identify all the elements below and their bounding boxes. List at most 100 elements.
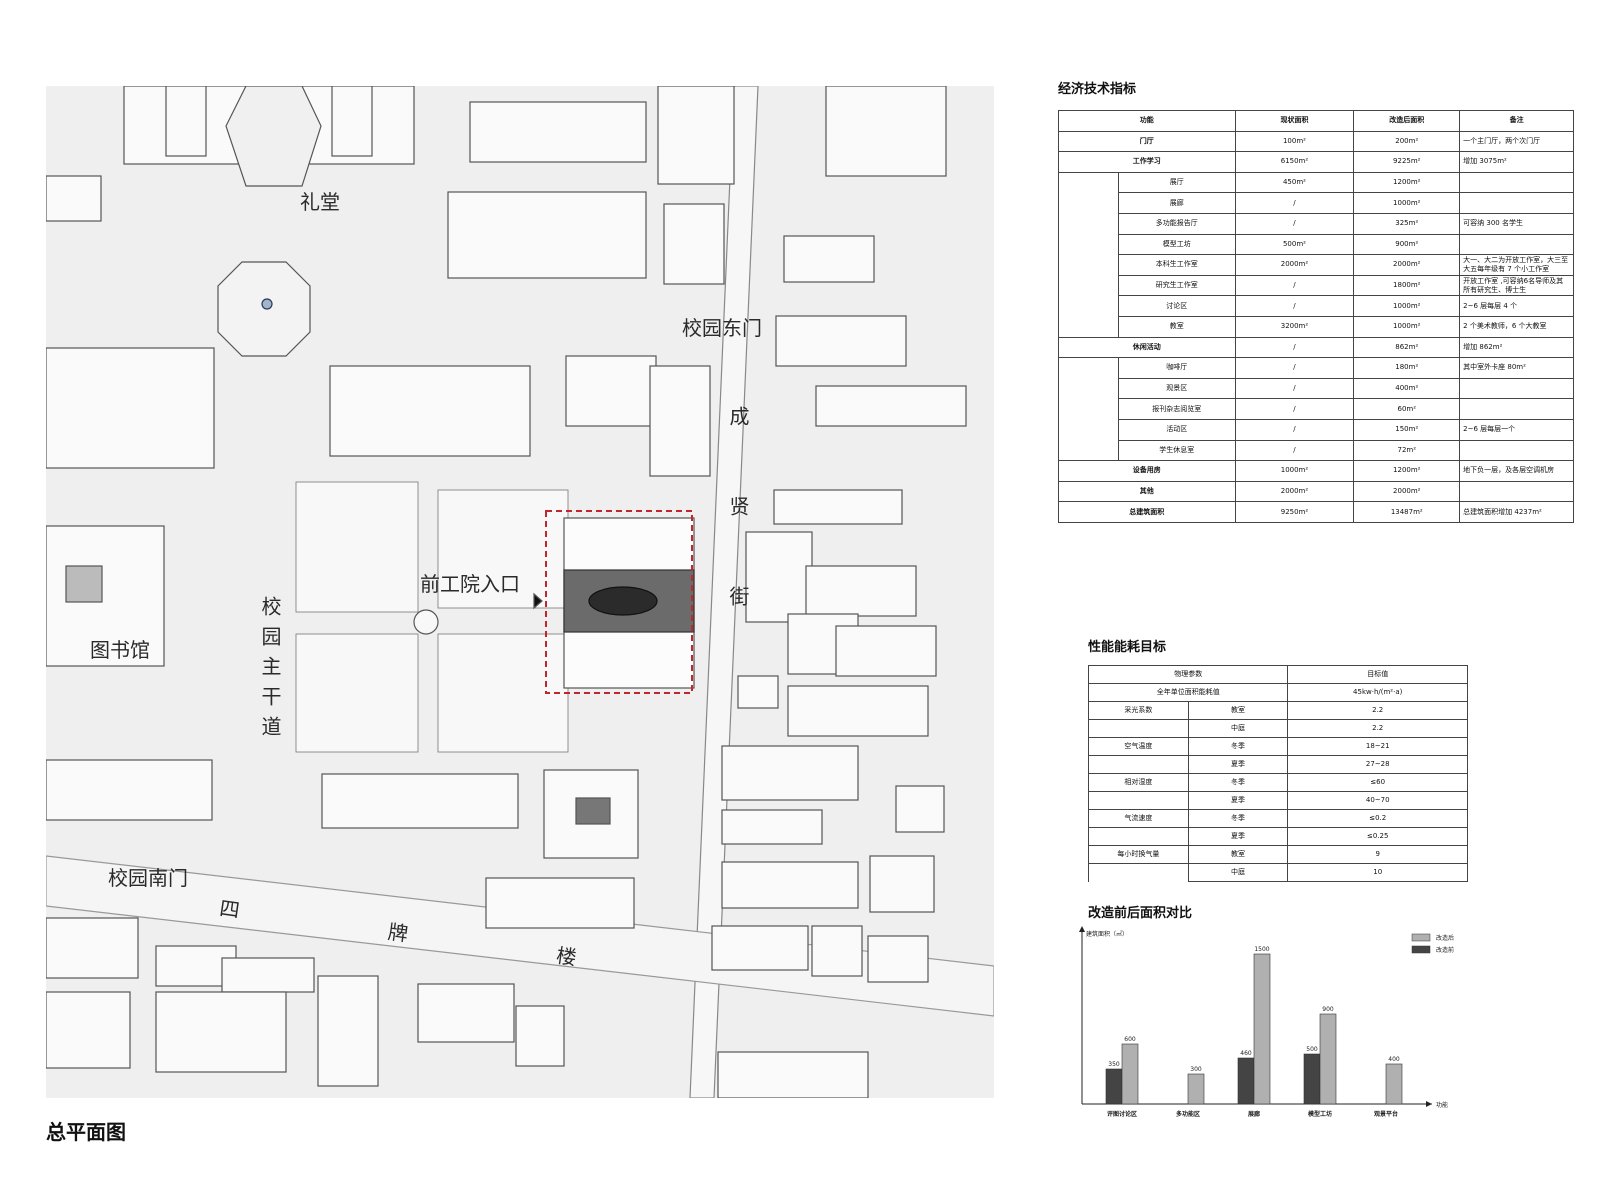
y-axis-arrow (1079, 926, 1085, 932)
row-after: 325m² (1353, 212, 1461, 235)
row-current: 450m² (1234, 171, 1355, 194)
row-after: 13487m² (1353, 501, 1461, 523)
row-function: 工作学习 (1058, 151, 1236, 173)
header-function: 功能 (1058, 110, 1236, 132)
row-function: 学生休息室 (1117, 439, 1236, 462)
row-sub: 冬季 (1187, 809, 1289, 828)
row-sub: 中庭 (1187, 719, 1289, 738)
row-note: 增加 862m² (1459, 336, 1574, 359)
label-east-gate: 校园东门 (682, 316, 762, 340)
header-after: 改造后面积 (1353, 110, 1461, 132)
row-sub: 冬季 (1187, 737, 1289, 756)
label-south-gate: 校园南门 (108, 866, 188, 890)
row-after: 1200m² (1353, 171, 1461, 194)
row-function: 模型工坊 (1117, 233, 1236, 256)
row-sub: 夏季 (1187, 827, 1289, 846)
table-header-row: 功能现状面积改造后面积备注 (1058, 110, 1574, 132)
row-param: 每小时换气量 (1088, 845, 1189, 864)
bar-value-label: 1500 (1254, 946, 1269, 953)
row-param (1088, 719, 1189, 738)
row-indent (1058, 295, 1119, 317)
row-after: 60m² (1353, 398, 1461, 420)
row-function: 多功能报告厅 (1117, 212, 1236, 235)
row-current: / (1234, 398, 1355, 420)
row-indent (1058, 419, 1119, 440)
row-indent (1058, 234, 1119, 255)
table-row: 夏季≤0.25 (1088, 827, 1468, 846)
row-param (1088, 863, 1189, 882)
label-front-entrance: 前工院入口 (420, 572, 520, 596)
row-current: / (1234, 295, 1355, 317)
site-plan-drawing (46, 86, 994, 1098)
row-current: 2000m² (1234, 480, 1355, 503)
row-note: 总建筑面积增加 4237m² (1459, 501, 1574, 523)
row-current: / (1234, 357, 1355, 379)
octagon-plaza (217, 261, 311, 357)
row-after: 180m² (1353, 357, 1461, 379)
row-note (1459, 480, 1574, 503)
row-current: 1000m² (1234, 460, 1355, 482)
bar-value-label: 500 (1306, 1046, 1318, 1053)
label-main-road: 校园主干道 (258, 596, 282, 746)
row-indent (1058, 213, 1119, 235)
row-after: 400m² (1353, 377, 1461, 400)
row-param: 气流速度 (1088, 809, 1189, 828)
category-label: 模型工坊 (1308, 1110, 1332, 1118)
bar-value-label: 600 (1124, 1036, 1136, 1043)
building-left (46, 347, 215, 469)
label-street-east: 成贤街 (726, 406, 750, 676)
row-note (1459, 377, 1574, 400)
row-indent (1058, 440, 1119, 461)
row-indent (1058, 378, 1119, 399)
row-after: 200m² (1353, 130, 1461, 153)
row-function: 设备用房 (1058, 460, 1236, 482)
row-param (1088, 791, 1189, 810)
bar-value-label: 460 (1240, 1050, 1252, 1057)
row-after: 1000m² (1353, 295, 1461, 317)
row-sub: 夏季 (1187, 791, 1289, 810)
row-value: 9 (1287, 845, 1468, 864)
bar-改造后-评图讨论区 (1121, 1043, 1139, 1105)
category-label: 展廊 (1248, 1110, 1260, 1118)
row-current: 500m² (1234, 233, 1355, 256)
table-row: 学生休息室/72m² (1058, 439, 1574, 462)
table-header-row: 物理参数目标值 (1087, 665, 1468, 684)
building-center (329, 365, 531, 457)
bar-改造后-观景平台 (1385, 1063, 1403, 1105)
energy-value: 45kw·h/(m²·a) (1287, 683, 1468, 702)
row-param: 采光系数 (1088, 701, 1189, 720)
row-sub: 冬季 (1187, 773, 1289, 792)
row-indent (1058, 254, 1119, 276)
row-param (1088, 827, 1189, 846)
bar-value-label: 300 (1190, 1066, 1202, 1073)
row-function: 本科生工作室 (1117, 254, 1236, 276)
site-plan-map: 礼堂 校园东门 前工院入口 图书馆 校园主干道 校园南门 成贤街 四牌楼 (46, 86, 994, 1098)
row-after: 900m² (1353, 233, 1461, 256)
row-function: 休闲活动 (1058, 336, 1236, 359)
bar-value-label: 400 (1388, 1056, 1400, 1063)
row-note (1459, 398, 1574, 420)
header-param: 物理参数 (1087, 665, 1289, 684)
bar-改造前-展廊 (1237, 1057, 1255, 1105)
table-row: 观景区/400m² (1058, 377, 1574, 400)
hall-dome (225, 86, 322, 187)
row-indent (1058, 398, 1119, 420)
row-value: 2.2 (1287, 701, 1468, 720)
row-value: ≤0.25 (1287, 827, 1468, 846)
header-target: 目标值 (1287, 665, 1468, 684)
legend-label: 改造前 (1436, 946, 1454, 954)
